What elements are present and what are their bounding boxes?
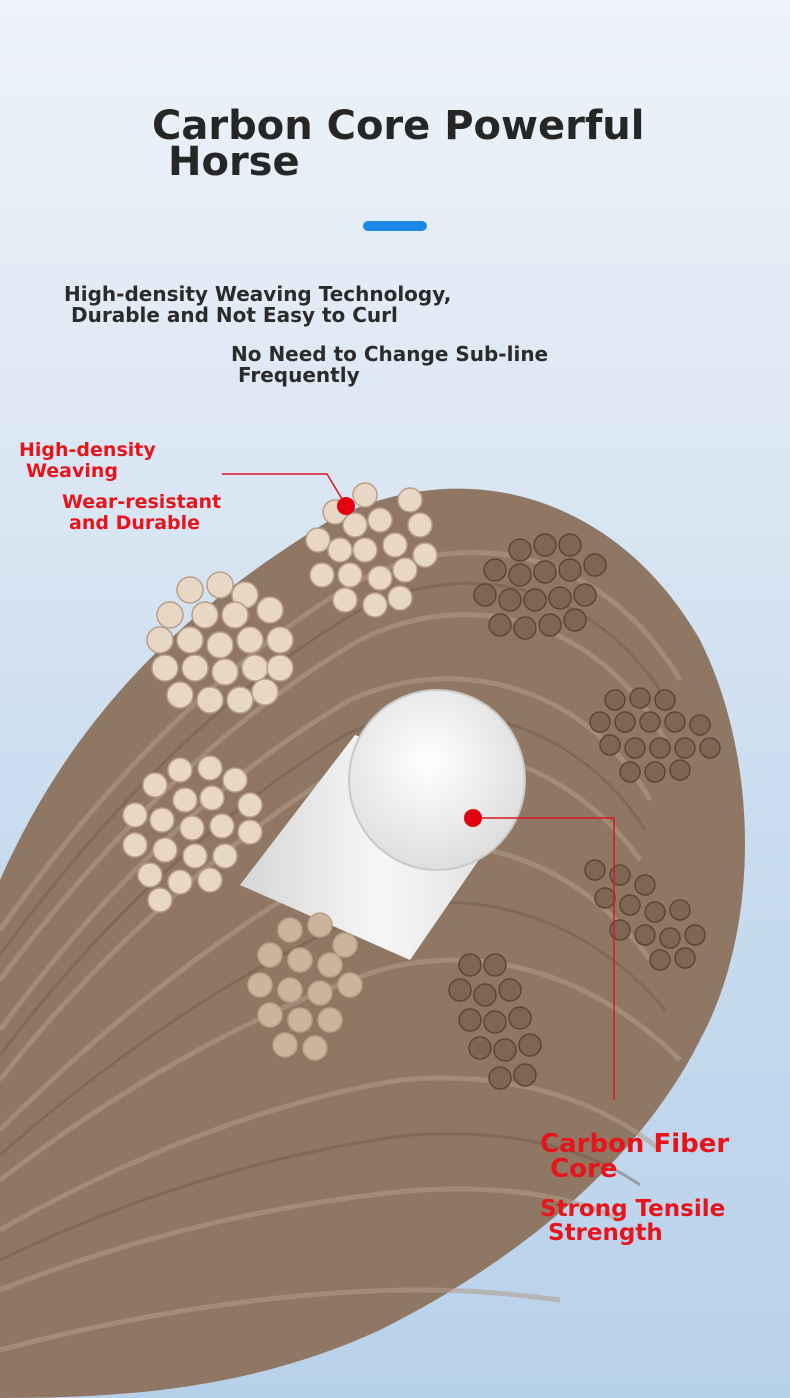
callout-wear-line1: Wear-resistant [62, 491, 222, 513]
callout-core-line1: Carbon Fiber [540, 1129, 730, 1159]
page-title-line2: Horse [168, 139, 300, 185]
fiber-bundles-dark [448, 533, 721, 1090]
page-title-line1: Carbon Core Powerful [152, 103, 645, 149]
callout-leader-lines [222, 473, 615, 1100]
feature-weaving-line1: High-density Weaving Technology, [64, 282, 452, 306]
feature-subline: No Need to Change Sub-line Frequently [231, 344, 548, 386]
callout-strong-tensile: Strong Tensile Strength [540, 1197, 725, 1245]
callout-wear-resistant: Wear-resistant and Durable [62, 492, 221, 534]
callout-weaving-line2: Weaving [26, 460, 119, 482]
callout-weaving-line1: High-density [19, 439, 156, 461]
carbon-fiber-core [240, 689, 526, 960]
feature-subline-line1: No Need to Change Sub-line [231, 342, 549, 366]
callout-high-density-weaving: High-density Weaving [19, 440, 156, 482]
title-accent-bar [363, 221, 427, 231]
page-title: Carbon Core Powerful Horse [152, 106, 712, 185]
fiber-bundles-light [122, 482, 438, 1061]
callout-wear-line2: and Durable [69, 512, 201, 534]
callout-tensile-line1: Strong Tensile [540, 1196, 726, 1222]
callout-core-line2: Core [550, 1154, 618, 1184]
feature-weaving-line2: Durable and Not Easy to Curl [71, 303, 398, 327]
weaving-callout-dot [337, 497, 355, 515]
callout-tensile-line2: Strength [548, 1220, 663, 1246]
feature-subline-line2: Frequently [238, 363, 360, 387]
core-callout-dot [464, 809, 482, 827]
callout-carbon-fiber-core: Carbon Fiber Core [540, 1129, 730, 1184]
feature-weaving-technology: High-density Weaving Technology, Durable… [64, 284, 451, 326]
